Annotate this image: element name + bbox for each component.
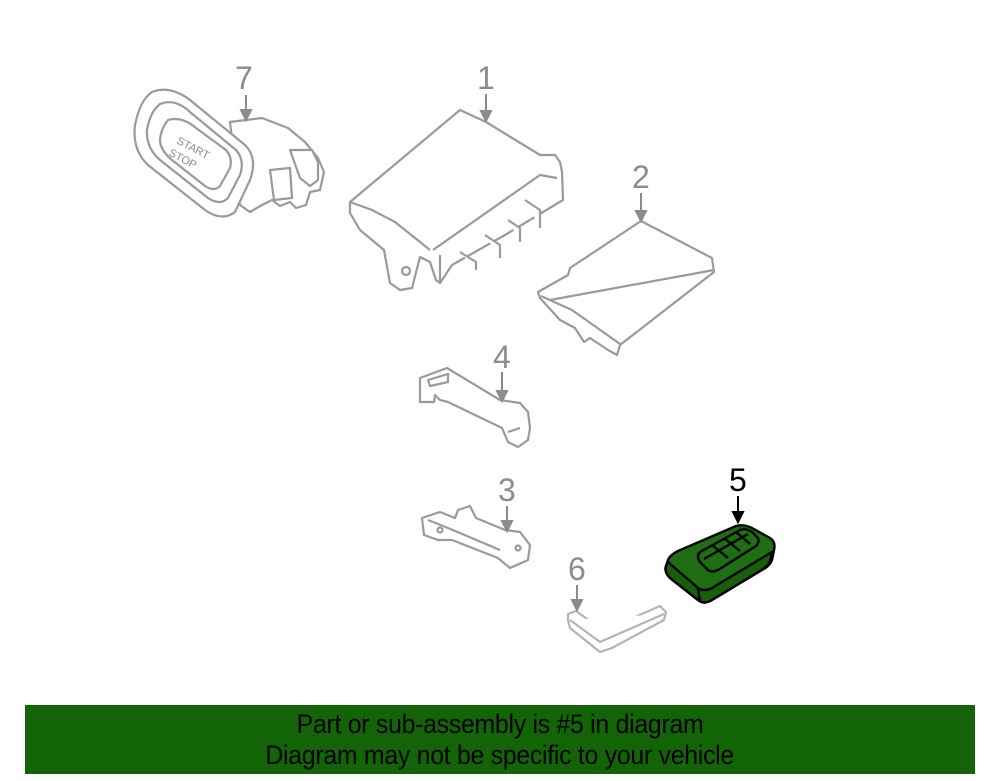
arrow-1 <box>479 94 493 124</box>
callout-7: 7 <box>235 60 253 96</box>
arrow-2 <box>634 193 648 224</box>
part-1-control-module[interactable] <box>348 108 565 292</box>
part-5-key-fob[interactable] <box>664 524 776 604</box>
banner-line-part-number: Part or sub-assembly is #5 in diagram <box>296 708 704 739</box>
part-2-receiver-module[interactable] <box>536 219 716 357</box>
arrow-4 <box>495 372 509 404</box>
info-banner: Part or sub-assembly is #5 in diagram Di… <box>25 705 975 774</box>
callout-2: 2 <box>632 159 650 195</box>
arrow-7 <box>239 95 253 123</box>
part-6-key-blade[interactable] <box>566 604 668 654</box>
callout-3: 3 <box>498 472 516 508</box>
callout-6: 6 <box>568 551 586 587</box>
callout-1: 1 <box>477 60 495 96</box>
arrow-5 <box>731 496 745 525</box>
part-4-bracket[interactable] <box>418 366 532 449</box>
part-7-start-stop-switch[interactable] <box>133 88 326 218</box>
arrow-3 <box>500 506 514 534</box>
parts-diagram: START STOP <box>133 88 776 654</box>
arrow-6 <box>570 585 584 613</box>
callout-5: 5 <box>729 462 747 498</box>
callout-4: 4 <box>493 339 511 375</box>
part-3-bracket[interactable] <box>420 504 532 570</box>
banner-line-disclaimer: Diagram may not be specific to your vehi… <box>265 739 735 770</box>
